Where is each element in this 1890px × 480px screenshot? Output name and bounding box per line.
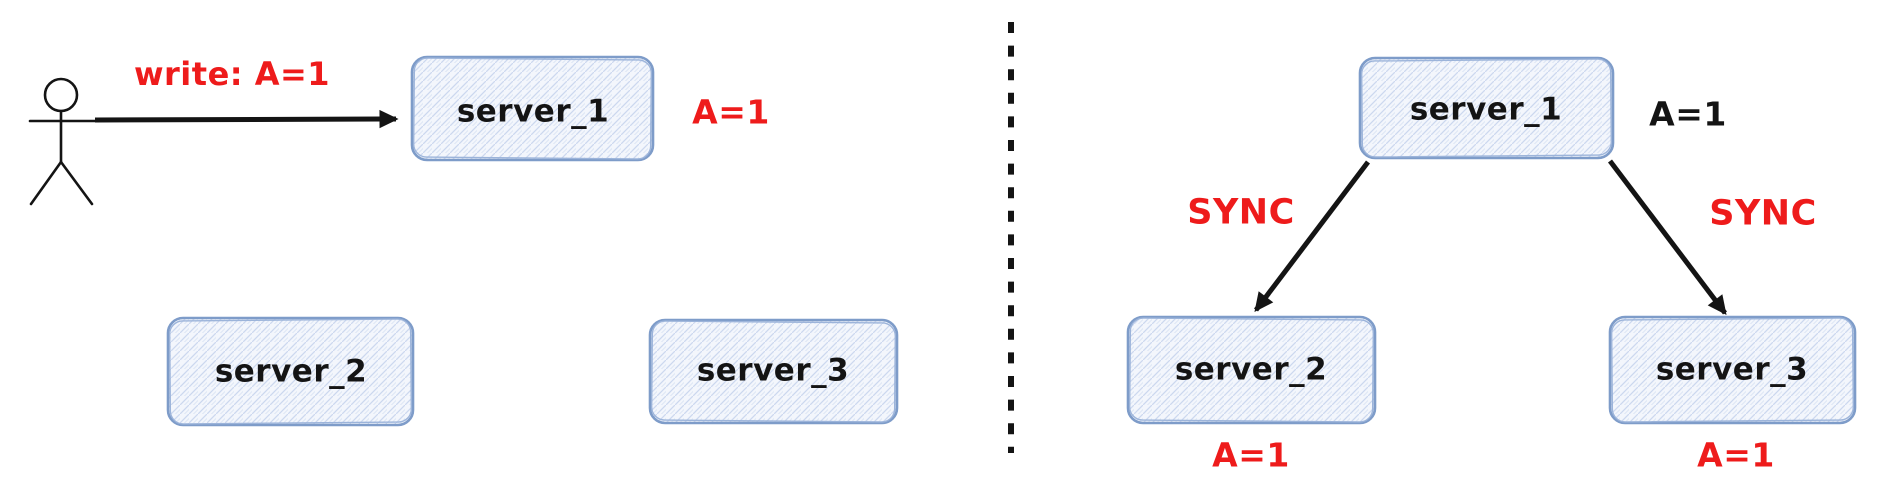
left-server3-label: server_3: [696, 352, 850, 389]
write-request-label: write: A=1: [133, 55, 331, 93]
left-server3-box: [648, 318, 899, 425]
stick-figure-icon: [28, 77, 98, 206]
sync-arrow-left: [1254, 160, 1370, 313]
left-server1-value: A=1: [692, 92, 770, 132]
sync-label-left: SYNC: [1187, 192, 1295, 233]
right-server3-label: server_3: [1655, 351, 1809, 388]
left-server2-label: server_2: [214, 353, 368, 390]
write-arrow: [94, 109, 399, 129]
right-server2-value: A=1: [1212, 435, 1290, 475]
right-server1-value: A=1: [1649, 94, 1727, 134]
sync-arrow-right: [1608, 159, 1727, 316]
left-server1-label: server_1: [456, 93, 610, 130]
right-server3-box: [1608, 315, 1857, 425]
right-server1-label: server_1: [1409, 91, 1563, 128]
sync-label-right: SYNC: [1709, 193, 1817, 234]
left-server2-box: [166, 316, 415, 427]
right-server3-value: A=1: [1697, 435, 1775, 475]
right-server2-label: server_2: [1174, 351, 1328, 388]
right-server1-box: [1358, 56, 1615, 160]
right-server2-box: [1126, 315, 1377, 425]
left-server1-box: [410, 55, 655, 162]
